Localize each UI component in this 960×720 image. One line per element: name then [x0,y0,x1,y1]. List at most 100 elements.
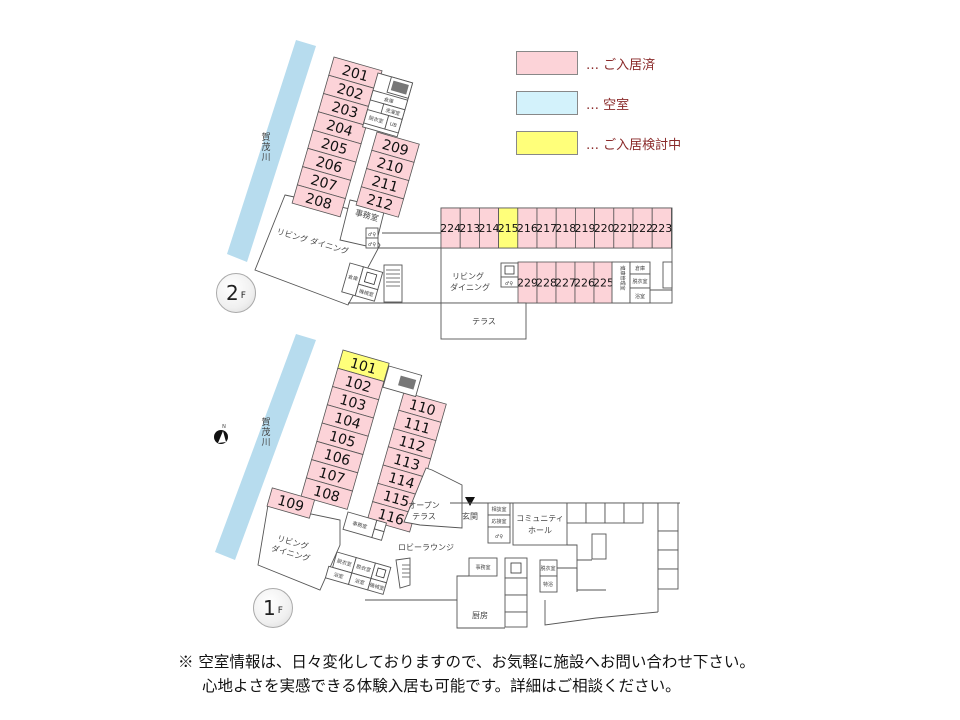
room-217[interactable]: 217 [536,207,557,249]
legend: … ご入居済 … 空室 … ご入居検討中 [516,50,681,170]
kitchen-label: 厨房 [472,610,488,620]
room-104[interactable]: 104 [321,404,374,437]
room-229[interactable]: 229 [517,261,538,304]
room-109[interactable]: 109 [266,487,316,519]
room-cell[interactable] [266,487,316,519]
room-208[interactable]: 208 [291,184,346,218]
floor-2: 賀茂川 リビング ダイニング 事務室 ♂♀ ♂♀ 201202203204205… [227,40,673,340]
room-number: 204 [324,117,354,140]
room-203[interactable]: 203 [317,93,373,127]
special-bath-label: 特浴 [543,581,553,588]
room-228[interactable]: 228 [536,261,557,304]
considering-swatch [516,131,578,155]
room-number: 214 [479,222,500,235]
stairs-1f-top [382,365,423,398]
changing2-label: 脱衣室 [632,278,647,285]
room-number: 201 [340,63,370,86]
legend-occupied: … ご入居済 [516,50,681,76]
room-222[interactable]: 222 [632,207,653,249]
room-number: 210 [375,155,405,178]
room-219[interactable]: 219 [575,207,596,249]
room-216[interactable]: 216 [517,207,538,249]
room-204[interactable]: 204 [312,111,367,145]
stairs-icon [390,80,409,95]
room-number: 216 [517,222,538,235]
living-dining-2f-east-label: リビング [452,271,484,281]
room-223[interactable]: 223 [651,207,672,249]
room-207[interactable]: 207 [296,166,352,200]
room-209[interactable]: 209 [371,131,420,163]
bath-b-label: 浴室 [354,577,366,586]
room-number: 211 [370,173,400,196]
room-number: 220 [594,222,615,235]
room-102[interactable]: 102 [332,367,385,401]
room-214[interactable]: 214 [479,207,500,249]
room-212[interactable]: 212 [355,186,405,218]
room-number: 212 [364,192,394,215]
room-number: 207 [309,172,339,195]
service-2f: 倉庫 洗濯室 脱衣室 UB [362,72,414,138]
restroom-icon [500,276,519,288]
room-cell[interactable] [355,186,405,218]
bath-cluster-1f: 脱衣室 脱衣室 浴室 浴室 機械室 [324,551,392,595]
open-terrace-label: テラス [412,512,436,521]
room-number: 108 [311,483,341,506]
compass-icon: N [214,424,228,444]
ub-label: UB [389,121,398,129]
room-215[interactable]: 215 [498,207,519,249]
room-number: 107 [317,465,347,488]
health-label: 健康管理室 [619,265,626,290]
room-number: 226 [574,277,595,290]
room-218[interactable]: 218 [555,207,576,249]
room-225[interactable]: 225 [593,261,614,304]
room-number: 227 [555,277,576,290]
room-114[interactable]: 114 [377,464,426,496]
room-108[interactable]: 108 [300,477,353,510]
room-110[interactable]: 110 [398,391,447,423]
room-number: 209 [380,137,410,160]
room-cell[interactable] [291,184,346,218]
room-number: 223 [651,222,672,235]
changing-a-label: 脱衣室 [336,557,352,568]
room-226[interactable]: 226 [574,261,595,304]
room-number: 218 [555,222,576,235]
room-cell[interactable] [651,207,672,249]
room-107[interactable]: 107 [305,459,359,492]
stairs-2f [383,264,403,303]
room-220[interactable]: 220 [594,207,615,249]
room-206[interactable]: 206 [302,147,357,181]
floor-number: 1 [263,596,276,620]
room-224[interactable]: 224 [440,207,461,249]
room-105[interactable]: 105 [316,422,369,456]
room-number: 219 [575,222,596,235]
room-210[interactable]: 210 [366,149,415,182]
room-201[interactable]: 201 [328,56,383,90]
floor-plan: 賀茂川 リビング ダイニング 事務室 ♂♀ ♂♀ 201202203204205… [214,40,680,629]
room-213[interactable]: 213 [459,207,480,249]
room-number: 208 [303,190,333,213]
floor-suffix: F [277,606,283,616]
restroom-glyph: ♂♀ [495,534,503,540]
room-221[interactable]: 221 [613,207,634,249]
room-number: 228 [536,277,557,290]
room-106[interactable]: 106 [311,440,364,474]
room-101[interactable]: 101 [337,349,390,382]
room-cell[interactable] [300,477,353,510]
room-number: 202 [335,81,365,104]
service-2f-south: 倉庫 機械室 [341,262,384,302]
room-227[interactable]: 227 [555,261,576,304]
machine-1f-label: 機械室 [369,581,385,592]
office-1f: 事務室 [342,511,388,541]
room-number: 113 [391,452,421,475]
elevator-icon [500,262,519,278]
terrace-2f [440,302,527,340]
room-113[interactable]: 113 [382,446,432,478]
bath-a-label: 浴室 [333,571,345,580]
legend-considering: … ご入居検討中 [516,130,681,156]
room-112[interactable]: 112 [387,428,437,460]
room-number: 102 [343,374,373,397]
room-number: 111 [402,415,432,438]
